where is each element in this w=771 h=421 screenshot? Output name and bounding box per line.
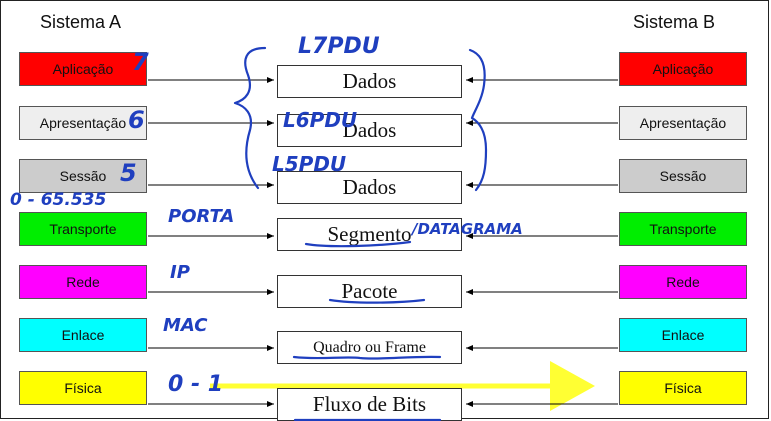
annotation-5: 5 xyxy=(120,159,137,187)
layer-b-physical: Física xyxy=(619,371,747,405)
layer-b-network: Rede xyxy=(619,265,747,299)
annotation-mac: MAC xyxy=(163,315,208,336)
layer-a-link: Enlace xyxy=(19,318,147,352)
layer-a-presentation: Apresentação xyxy=(19,106,147,140)
annotation-bits: 0 - 1 xyxy=(168,372,224,397)
left-brace xyxy=(233,46,267,190)
annotation-7: 7 xyxy=(132,48,149,76)
annotation-l6pdu: L6PDU xyxy=(283,108,358,132)
layer-a-transport: Transporte xyxy=(19,212,147,246)
system-b-title: Sistema B xyxy=(633,12,716,32)
layer-b-transport: Transporte xyxy=(619,212,747,246)
layer-b-application: Aplicação xyxy=(619,52,747,86)
underline-segment xyxy=(304,240,412,248)
pdu-presentation: Dados xyxy=(277,114,462,147)
layer-a-network: Rede xyxy=(19,265,147,299)
annotation-l7pdu: L7PDU xyxy=(298,34,380,59)
layer-b-presentation: Apresentação xyxy=(619,106,747,140)
pdu-application: Dados xyxy=(277,65,462,98)
annotation-6: 6 xyxy=(128,106,145,134)
pdu-session: Dados xyxy=(277,171,462,204)
system-a-title: Sistema A xyxy=(40,12,122,32)
layer-b-session: Sessão xyxy=(619,159,747,193)
right-brace xyxy=(468,48,488,192)
pdu-physical: Fluxo de Bits xyxy=(277,388,462,421)
layer-a-physical: Física xyxy=(19,371,147,405)
annotation-ip: IP xyxy=(170,262,190,283)
underline-pacote xyxy=(328,298,426,304)
annotation-l5pdu: L5PDU xyxy=(272,152,347,176)
layer-a-application: Aplicação xyxy=(19,52,147,86)
layer-b-link: Enlace xyxy=(619,318,747,352)
layer-a-session: Sessão xyxy=(19,159,147,193)
arrow-group xyxy=(148,77,618,407)
annotation-port-range: 0 - 65.535 xyxy=(10,190,107,210)
annotation-datagrama: /DATAGRAMA xyxy=(412,220,523,238)
annotation-porta: PORTA xyxy=(168,206,235,227)
underline-quadro xyxy=(292,355,442,360)
